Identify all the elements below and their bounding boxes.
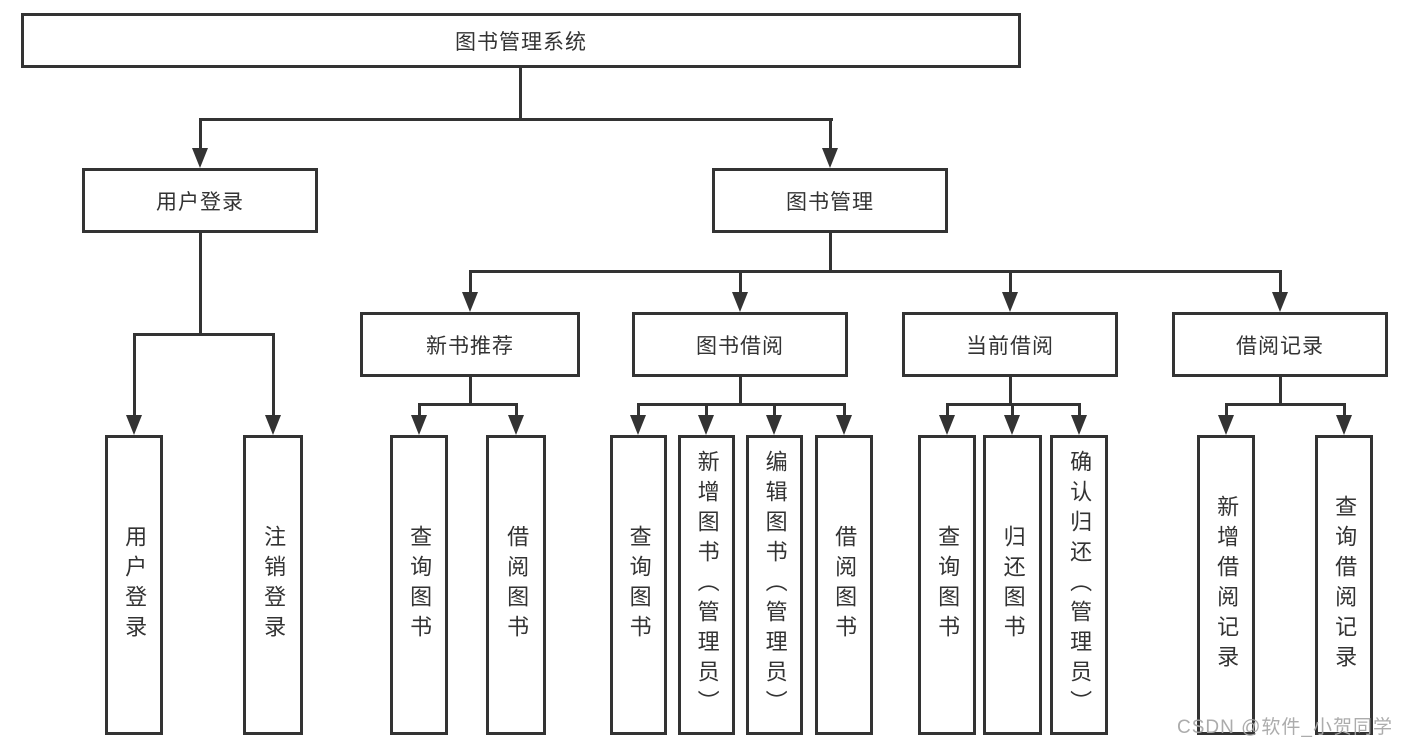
node-label: 新增图书（管理员） bbox=[694, 450, 720, 720]
node-label: 查询借阅记录 bbox=[1332, 495, 1358, 675]
node-label: 确认归还（管理员） bbox=[1067, 450, 1093, 720]
node-book-borrowing: 图书借阅 bbox=[632, 312, 848, 377]
leaf-query-borrow-record: 查询借阅记录 bbox=[1315, 435, 1373, 735]
node-label: 新书推荐 bbox=[426, 334, 514, 358]
arrow-down-icon bbox=[462, 292, 478, 312]
connector-line bbox=[829, 233, 832, 272]
connector-line bbox=[418, 403, 518, 406]
leaf-query-books-current: 查询图书 bbox=[918, 435, 976, 735]
connector-line bbox=[946, 403, 949, 417]
node-current-borrowing: 当前借阅 bbox=[902, 312, 1118, 377]
leaf-user-login: 用户登录 bbox=[105, 435, 163, 735]
arrow-down-icon bbox=[836, 415, 852, 435]
node-label: 图书管理 bbox=[786, 190, 874, 214]
connector-line bbox=[519, 68, 522, 120]
node-borrowing-records: 借阅记录 bbox=[1172, 312, 1388, 377]
leaf-logout: 注销登录 bbox=[243, 435, 303, 735]
node-label: 借阅图书 bbox=[832, 525, 858, 645]
connector-line bbox=[773, 403, 776, 417]
arrow-down-icon bbox=[192, 148, 208, 168]
node-label: 图书管理系统 bbox=[455, 30, 587, 54]
arrow-down-icon bbox=[822, 148, 838, 168]
connector-line bbox=[739, 270, 742, 294]
connector-line bbox=[418, 403, 421, 417]
arrow-down-icon bbox=[732, 292, 748, 312]
node-new-book-recommendation: 新书推荐 bbox=[360, 312, 580, 377]
arrow-down-icon bbox=[698, 415, 714, 435]
connector-line bbox=[829, 118, 832, 150]
arrow-down-icon bbox=[1071, 415, 1087, 435]
node-label: 新增借阅记录 bbox=[1214, 495, 1240, 675]
arrow-down-icon bbox=[1272, 292, 1288, 312]
connector-line bbox=[1011, 403, 1014, 417]
connector-line bbox=[705, 403, 708, 417]
arrow-down-icon bbox=[411, 415, 427, 435]
node-label: 当前借阅 bbox=[966, 334, 1054, 358]
connector-line bbox=[1078, 403, 1081, 417]
leaf-query-books-recommend: 查询图书 bbox=[390, 435, 448, 735]
node-label: 图书借阅 bbox=[696, 334, 784, 358]
arrow-down-icon bbox=[630, 415, 646, 435]
arrow-down-icon bbox=[508, 415, 524, 435]
connector-line bbox=[515, 403, 518, 417]
connector-line bbox=[739, 377, 742, 406]
node-label: 用户登录 bbox=[156, 190, 244, 214]
connector-line bbox=[637, 403, 846, 406]
leaf-edit-books-admin: 编辑图书（管理员） bbox=[746, 435, 803, 735]
node-label: 用户登录 bbox=[122, 525, 148, 645]
node-label: 查询图书 bbox=[626, 525, 652, 645]
connector-line bbox=[199, 233, 202, 335]
node-label: 编辑图书（管理员） bbox=[762, 450, 788, 720]
connector-line bbox=[1009, 270, 1012, 294]
connector-line bbox=[469, 270, 472, 294]
node-label: 查询图书 bbox=[935, 525, 961, 645]
connector-line bbox=[272, 333, 275, 417]
connector-line bbox=[1279, 377, 1282, 406]
leaf-borrow-books-recommend: 借阅图书 bbox=[486, 435, 546, 735]
node-root-library-system: 图书管理系统 bbox=[21, 13, 1021, 68]
node-label: 查询图书 bbox=[407, 525, 433, 645]
node-book-management: 图书管理 bbox=[712, 168, 948, 233]
connector-line bbox=[469, 270, 1282, 273]
arrow-down-icon bbox=[265, 415, 281, 435]
node-label: 借阅记录 bbox=[1236, 334, 1324, 358]
connector-line bbox=[469, 377, 472, 406]
node-user-login: 用户登录 bbox=[82, 168, 318, 233]
connector-line bbox=[1225, 403, 1228, 417]
connector-line bbox=[1225, 403, 1346, 406]
leaf-return-books: 归还图书 bbox=[983, 435, 1042, 735]
arrow-down-icon bbox=[1004, 415, 1020, 435]
connector-line bbox=[199, 118, 833, 121]
connector-line bbox=[1343, 403, 1346, 417]
csdn-watermark: CSDN @软件_小贺同学 bbox=[1177, 717, 1393, 738]
arrow-down-icon bbox=[126, 415, 142, 435]
connector-line bbox=[1009, 377, 1012, 406]
connector-line bbox=[637, 403, 640, 417]
leaf-query-books-borrow: 查询图书 bbox=[610, 435, 667, 735]
leaf-add-borrow-record: 新增借阅记录 bbox=[1197, 435, 1255, 735]
leaf-confirm-return-admin: 确认归还（管理员） bbox=[1050, 435, 1108, 735]
arrow-down-icon bbox=[1218, 415, 1234, 435]
node-label: 归还图书 bbox=[1000, 525, 1026, 645]
node-label: 注销登录 bbox=[261, 525, 287, 645]
leaf-borrow-books: 借阅图书 bbox=[815, 435, 873, 735]
connector-line bbox=[843, 403, 846, 417]
arrow-down-icon bbox=[939, 415, 955, 435]
arrow-down-icon bbox=[766, 415, 782, 435]
connector-line bbox=[1279, 270, 1282, 294]
leaf-add-books-admin: 新增图书（管理员） bbox=[678, 435, 735, 735]
connector-line bbox=[133, 333, 136, 417]
connector-line bbox=[199, 118, 202, 150]
connector-line bbox=[133, 333, 275, 336]
arrow-down-icon bbox=[1002, 292, 1018, 312]
arrow-down-icon bbox=[1336, 415, 1352, 435]
node-label: 借阅图书 bbox=[504, 525, 530, 645]
